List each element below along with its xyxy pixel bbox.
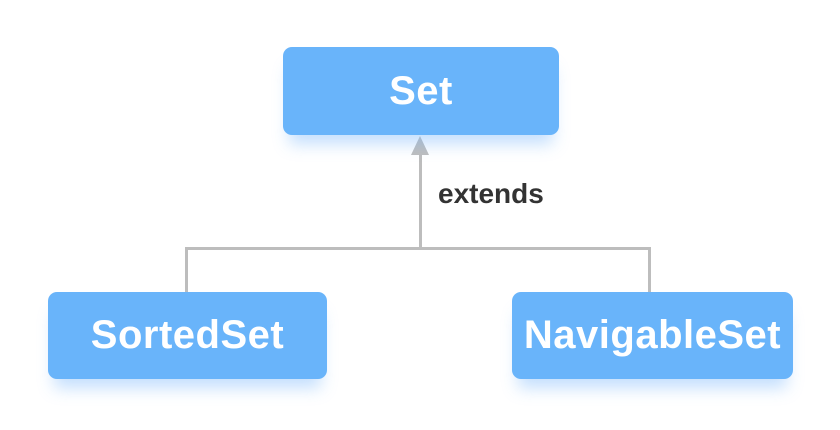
connector-horizontal xyxy=(185,247,651,250)
connector-vertical-left xyxy=(185,247,188,293)
arrow-up-icon xyxy=(411,136,429,155)
node-set: Set xyxy=(283,47,559,135)
node-navigableset: NavigableSet xyxy=(512,292,793,379)
edge-label-extends: extends xyxy=(438,178,544,209)
connector-vertical-right xyxy=(648,247,651,293)
node-sortedset: SortedSet xyxy=(48,292,327,379)
connector-vertical-center xyxy=(419,151,422,250)
